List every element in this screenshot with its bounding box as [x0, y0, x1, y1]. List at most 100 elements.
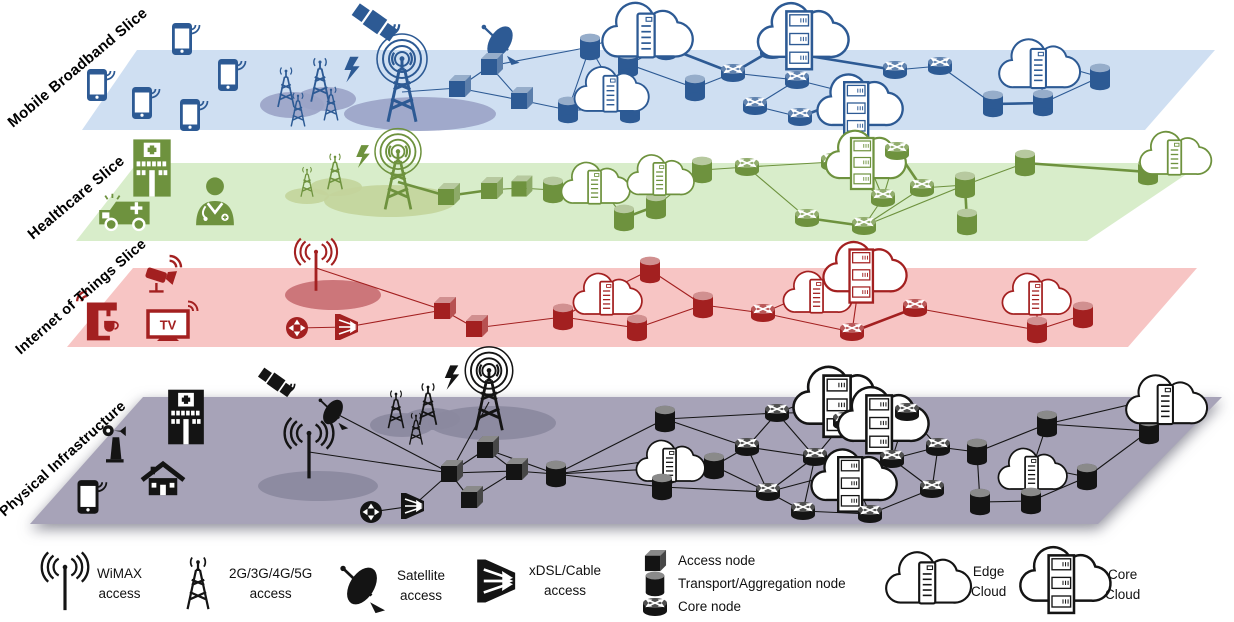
hospital-icon [133, 139, 171, 197]
legend-label-edge-cloud: Edge Cloud [971, 563, 1007, 599]
cylinder-icon [692, 156, 712, 184]
cube-icon [441, 460, 463, 482]
coverage-halo [324, 185, 456, 217]
cylinder-icon [1015, 149, 1035, 177]
wimax-access-icon [40, 550, 90, 612]
router-icon [839, 322, 865, 342]
cylinder-icon [627, 314, 647, 342]
router-icon [919, 479, 945, 499]
link [976, 423, 1048, 453]
router-icon [851, 216, 877, 236]
edgecloud-icon [1125, 374, 1209, 426]
link [1046, 423, 1150, 432]
link [315, 267, 444, 311]
slice-iot [67, 237, 1197, 347]
link [1086, 430, 1150, 478]
cylinder-icon [693, 291, 713, 319]
router-icon [734, 157, 760, 177]
cube-icon [461, 486, 483, 508]
slice-mbb [82, 0, 1215, 138]
access-node-icon [644, 549, 667, 572]
link [1024, 161, 1149, 174]
coverage-halo [428, 406, 556, 440]
cylinder-icon [983, 90, 1003, 118]
legend-label-core-node: Core node [678, 598, 742, 614]
cube-icon [511, 175, 533, 197]
edgecloud-icon [1139, 130, 1213, 176]
cube-icon [477, 436, 499, 458]
cylinder-icon [580, 33, 600, 61]
edgecloud-icon [601, 1, 694, 59]
router-icon [742, 96, 768, 116]
legend-label-core-cloud: Core Cloud [1105, 566, 1141, 602]
switch-icon [360, 501, 382, 523]
legend-item-xdsl: xDSL/Cable access [474, 558, 601, 604]
cylinder-icon [1073, 301, 1093, 329]
legend-item-wimax: WiMAX access [40, 550, 142, 614]
cylinder-icon [655, 405, 675, 433]
router-icon [870, 188, 896, 208]
cylinder-icon [652, 473, 672, 501]
satellite-icon [256, 365, 296, 399]
router-icon [764, 403, 790, 423]
link [636, 304, 704, 329]
cylinder-icon [640, 256, 660, 284]
cylinder-icon [704, 452, 724, 480]
lightning-icon [444, 365, 460, 390]
link [401, 87, 459, 93]
link [346, 309, 444, 328]
link [746, 166, 808, 219]
cylinder-icon [1037, 410, 1057, 438]
router-icon [790, 501, 816, 521]
cube-icon [506, 458, 528, 480]
cylinder-icon [1077, 463, 1097, 491]
cube-icon [438, 183, 460, 205]
legend-item-cellular: 2G/3G/4G/5G access [176, 554, 312, 614]
link [627, 63, 696, 89]
cylinder-icon [967, 438, 987, 466]
router-icon [787, 107, 813, 127]
coverage-halo [344, 97, 496, 131]
core-cloud-icon [1019, 545, 1112, 615]
edgecloud-icon [626, 154, 695, 196]
hospital-icon [168, 389, 204, 445]
cube-icon [481, 177, 503, 199]
cylinder-icon [1027, 316, 1047, 344]
link [914, 307, 1038, 331]
slice-healthcare [76, 129, 1213, 241]
legend-label-access-node: Access node [678, 552, 756, 568]
cube-icon [449, 75, 471, 97]
link [474, 316, 564, 329]
legend-label-satellite: Satellite access [397, 567, 446, 603]
cylinder-icon [614, 204, 634, 232]
router-icon [784, 70, 810, 90]
link [762, 312, 853, 333]
legend-item-transport-node: Transport/Aggregation node [642, 571, 846, 597]
cube-icon [434, 297, 456, 319]
legend-item-satellite: Satellite access [336, 558, 446, 615]
legend: WiMAX access 2G/3G/4G/5G access Satellit… [0, 545, 1234, 622]
router-icon [755, 482, 781, 502]
cylinder-icon [1021, 487, 1041, 515]
cylinder-icon [685, 74, 705, 102]
legend-label-xdsl: xDSL/Cable access [529, 562, 602, 598]
legend-label-wimax: WiMAX access [97, 565, 142, 601]
router-icon [857, 504, 883, 524]
router-icon [720, 63, 746, 83]
legend-label-cellular: 2G/3G/4G/5G access [229, 565, 313, 601]
router-icon [925, 437, 951, 457]
xdsl-access-icon [475, 558, 517, 604]
cylinder-icon [546, 460, 566, 488]
link [562, 316, 638, 329]
coverage-halo [296, 87, 356, 111]
router-icon [734, 437, 760, 457]
core-node-icon [642, 597, 668, 617]
link [746, 161, 834, 168]
cylinder-icon [970, 488, 990, 516]
link [664, 412, 778, 420]
router-icon [882, 60, 908, 80]
coverage-halo [285, 280, 381, 310]
satellite-icon [349, 0, 401, 44]
